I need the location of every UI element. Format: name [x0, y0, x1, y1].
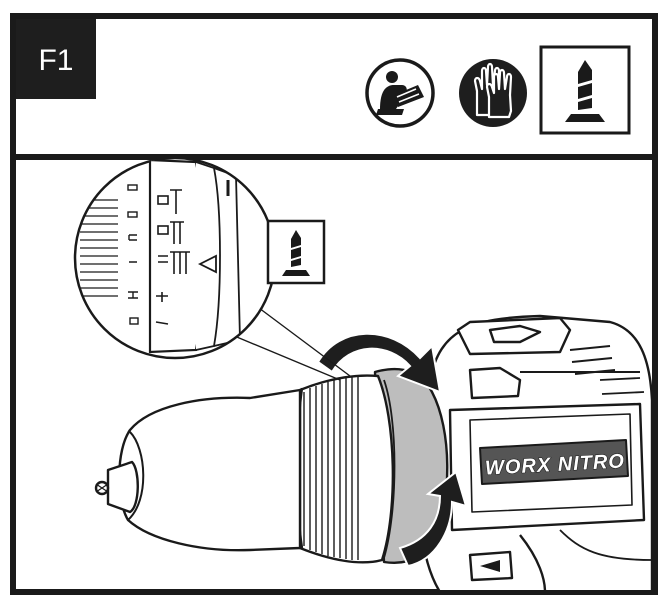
figure-label-box: F1 — [16, 19, 96, 99]
rotation-arrow-top — [316, 332, 442, 394]
torque-ring-knurl — [303, 377, 359, 560]
wear-gloves-icon — [459, 59, 527, 127]
zoom-leader-lines — [231, 304, 351, 381]
brand-plate: WORX NITRO — [479, 439, 629, 485]
drill-illustration: WORX NITRO — [94, 314, 652, 590]
drill-bit-icon — [539, 45, 631, 135]
zoom-detail — [73, 156, 277, 360]
callout-drill-bit-icon — [266, 219, 326, 285]
zoom-torque-scale — [127, 184, 139, 325]
mode-pointer — [197, 254, 217, 274]
read-manual-icon — [365, 58, 435, 128]
chuck-nose — [106, 460, 139, 514]
zoom-mode-symbols — [155, 189, 190, 325]
zoom-knurl — [80, 199, 118, 297]
rotation-arrow-bottom — [398, 470, 468, 568]
figure-label: F1 — [38, 44, 73, 77]
